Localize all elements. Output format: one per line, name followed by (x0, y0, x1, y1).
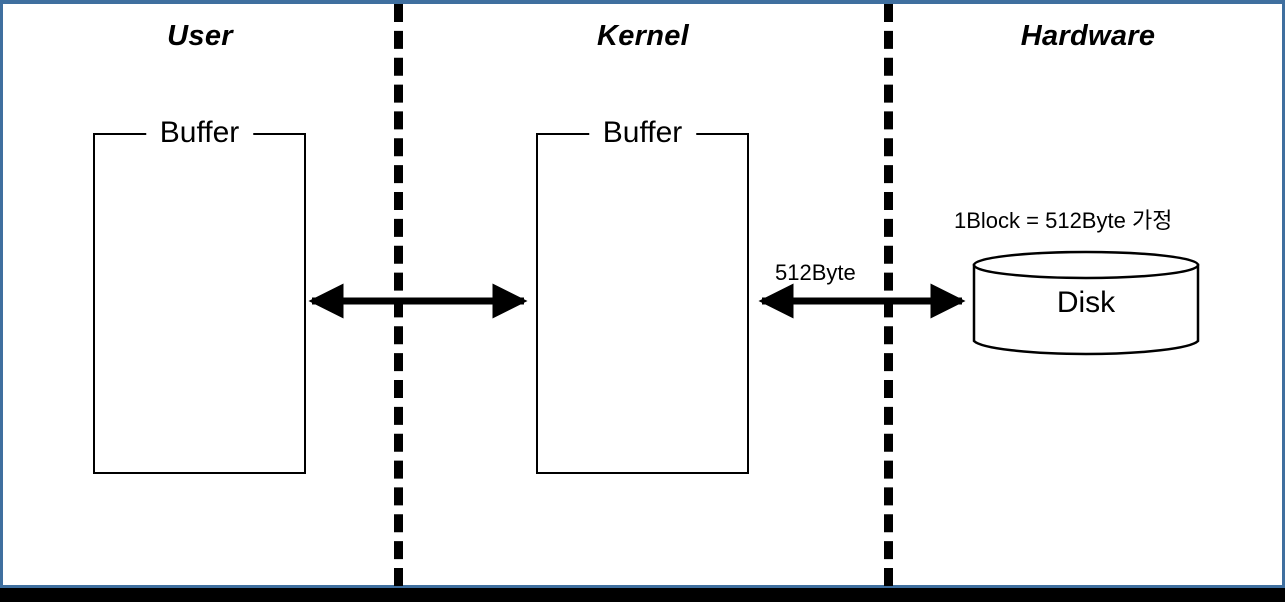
arrow-kernel-disk (758, 283, 966, 319)
arrow-user-kernel (308, 283, 528, 319)
column-title-user: User (167, 20, 233, 52)
kernel-buffer-box: Buffer (536, 114, 749, 474)
kernel-buffer-label: Buffer (588, 114, 697, 152)
disk-shape: Disk (972, 250, 1200, 356)
user-buffer-box: Buffer (93, 114, 306, 474)
disk-cylinder-icon (972, 250, 1200, 356)
column-title-hardware: Hardware (1020, 20, 1156, 52)
user-buffer-label: Buffer (145, 114, 254, 152)
note-block-size: 1Block = 512Byte 가정 (954, 208, 1173, 233)
arrow-label-512byte: 512Byte (775, 260, 856, 285)
bottom-bar (0, 588, 1285, 602)
column-title-kernel: Kernel (596, 20, 690, 52)
